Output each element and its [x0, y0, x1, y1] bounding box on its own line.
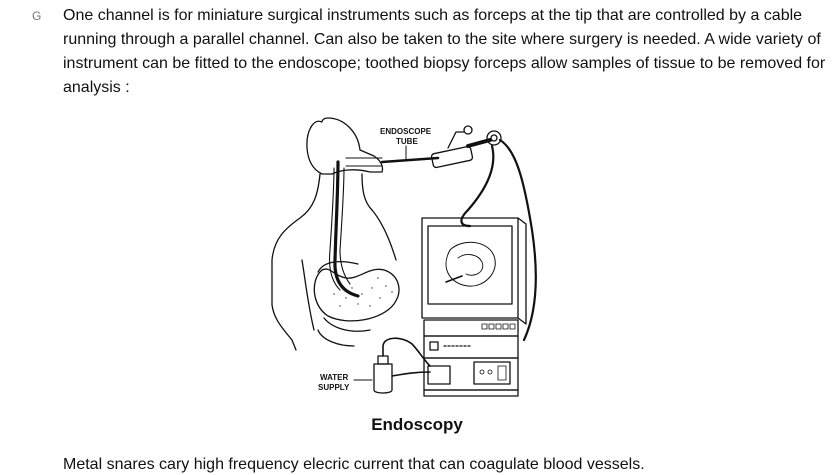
figure-caption: Endoscopy [371, 415, 463, 434]
endoscopy-illustration: ENDOSCOPE TUBE WATER SUPPLY [262, 110, 542, 410]
monitor [421, 217, 527, 325]
label-tube: TUBE [396, 137, 418, 146]
body-paragraph: One channel is for miniature surgical in… [63, 7, 826, 96]
patient-figure [271, 117, 400, 351]
label-water: WATER [320, 373, 349, 382]
label-endoscope: ENDOSCOPE [380, 127, 432, 136]
control-unit [423, 319, 519, 397]
footer-text: Metal snares cary high frequency elecric… [63, 456, 645, 473]
bullet-marker: G [32, 9, 42, 23]
endoscope-tube [380, 125, 537, 342]
label-supply: SUPPLY [318, 383, 350, 392]
water-supply-bottle [353, 337, 431, 394]
